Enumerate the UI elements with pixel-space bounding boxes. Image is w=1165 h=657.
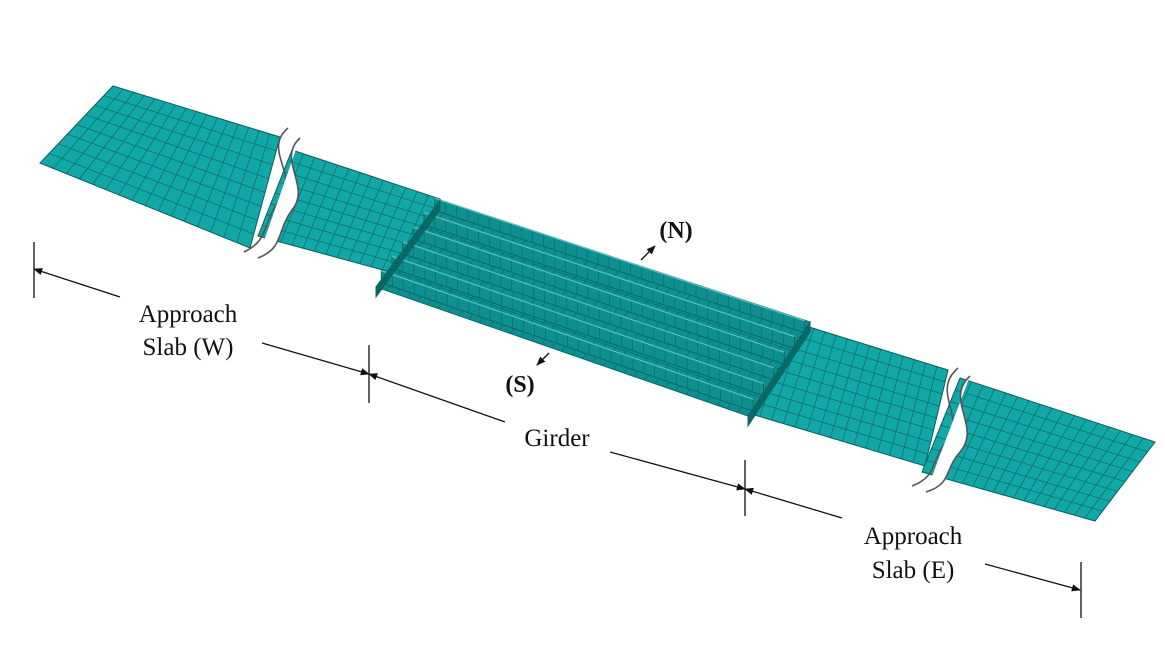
girder-end-w	[375, 198, 441, 299]
girder-beam-flange	[402, 241, 775, 369]
approach-slab-e-label-line2: Slab (E)	[872, 557, 955, 584]
south-arrow	[536, 352, 550, 366]
approach-slab-e-label-line1: Approach	[864, 523, 963, 550]
dim-line-girder-right	[609, 451, 746, 491]
approach-slab-w-label-line2: Slab (W)	[143, 334, 234, 361]
break-marks	[243, 127, 971, 493]
approach-slab-w-far-surface	[39, 85, 281, 249]
girder-beam-grid	[423, 230, 774, 361]
girder-beam-flange	[391, 255, 764, 385]
girder-mesh-group	[375, 197, 811, 428]
dim-line-w-left	[33, 268, 121, 298]
approach-slab-w-far	[39, 85, 281, 249]
dim-line-e-right	[984, 563, 1081, 592]
girder-beam-flange	[413, 226, 785, 353]
girder-beam-grid	[434, 216, 784, 345]
break-mark-w-b	[257, 137, 301, 259]
north-label: (N)	[659, 218, 692, 244]
girder-beam-flange	[423, 212, 795, 338]
girder-beam-grid	[402, 260, 753, 392]
approach-slab-e-far	[921, 377, 1156, 522]
dim-line-e-left	[744, 487, 843, 519]
break-mark-e-b	[925, 375, 971, 493]
girder-beam	[391, 255, 764, 397]
girder-label: Girder	[524, 425, 590, 452]
approach-slab-w-label-line1: Approach	[139, 301, 238, 328]
slab-mesh-group	[39, 85, 1156, 522]
girder-beam-grid	[413, 245, 764, 377]
north-arrow	[640, 245, 656, 261]
girder-beam-flange	[434, 197, 806, 322]
girder-beam-flange	[381, 270, 754, 400]
girder-end-e	[747, 320, 811, 428]
dim-line-girder-left	[368, 373, 506, 423]
dimension-lines	[33, 242, 1082, 618]
south-label: (S)	[505, 372, 534, 398]
girder-beam-grid	[392, 274, 743, 408]
girder-beam-grid	[445, 201, 795, 330]
dim-line-w-right	[261, 342, 370, 376]
approach-slab-w-far-grid	[48, 88, 277, 243]
